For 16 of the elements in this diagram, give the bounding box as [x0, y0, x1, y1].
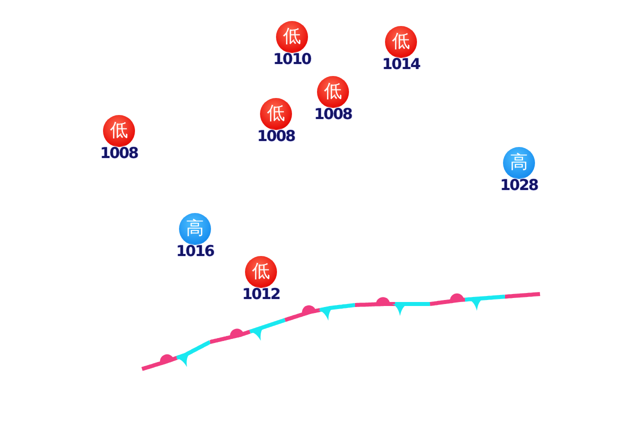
pressure-symbol: 低	[260, 98, 292, 130]
pressure-symbol: 低	[276, 21, 308, 53]
pressure-value: 1010	[273, 51, 311, 67]
pressure-value: 1008	[314, 106, 352, 122]
pressure-value: 1012	[242, 286, 280, 302]
pressure-symbol: 低	[103, 115, 135, 147]
pressure-value: 1008	[100, 145, 138, 161]
pressure-symbol: 低	[385, 26, 417, 58]
pressure-symbol: 高	[503, 147, 535, 179]
pressure-value: 1028	[500, 177, 538, 193]
pressure-symbol: 低	[245, 256, 277, 288]
pressure-symbol: 高	[179, 213, 211, 245]
pressure-symbol: 低	[317, 76, 349, 108]
pressure-value: 1016	[176, 243, 214, 259]
pressure-value: 1008	[257, 128, 295, 144]
pressure-value: 1014	[382, 56, 420, 72]
